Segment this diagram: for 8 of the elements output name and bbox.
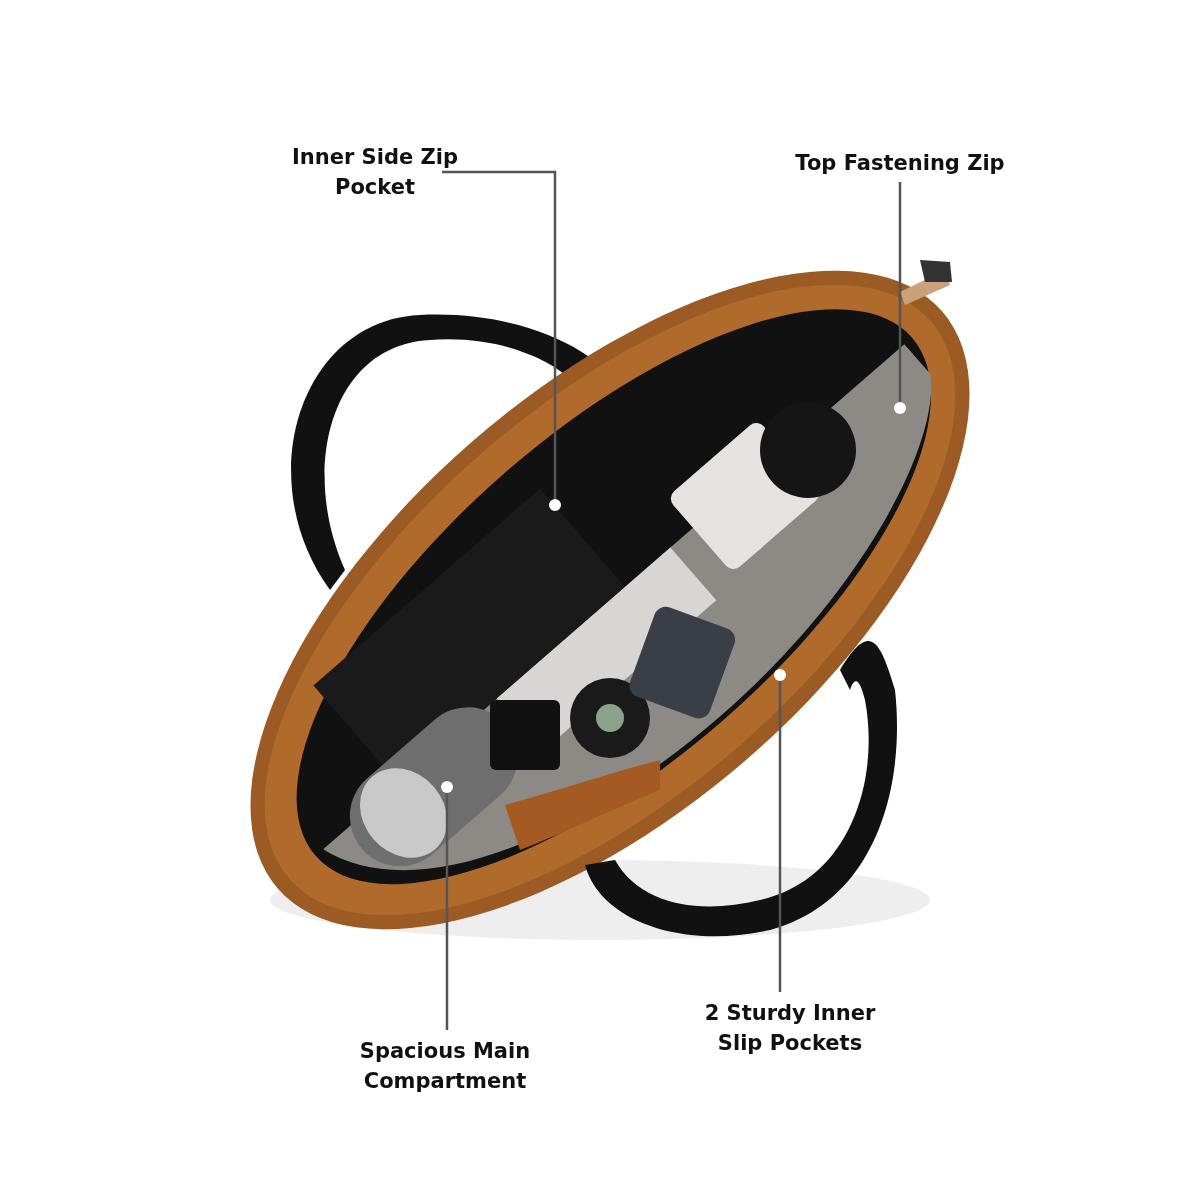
leader-line [894, 182, 906, 414]
callout-label: 2 Sturdy Inner Slip Pockets [680, 998, 900, 1058]
callout-label: Inner Side Zip Pocket [290, 142, 460, 202]
leader-line [441, 781, 453, 1030]
callout-label: Top Fastening Zip [790, 148, 1010, 178]
callout-label: Spacious Main Compartment [320, 1036, 570, 1096]
leader-line [442, 170, 561, 511]
leader-line [774, 669, 786, 992]
